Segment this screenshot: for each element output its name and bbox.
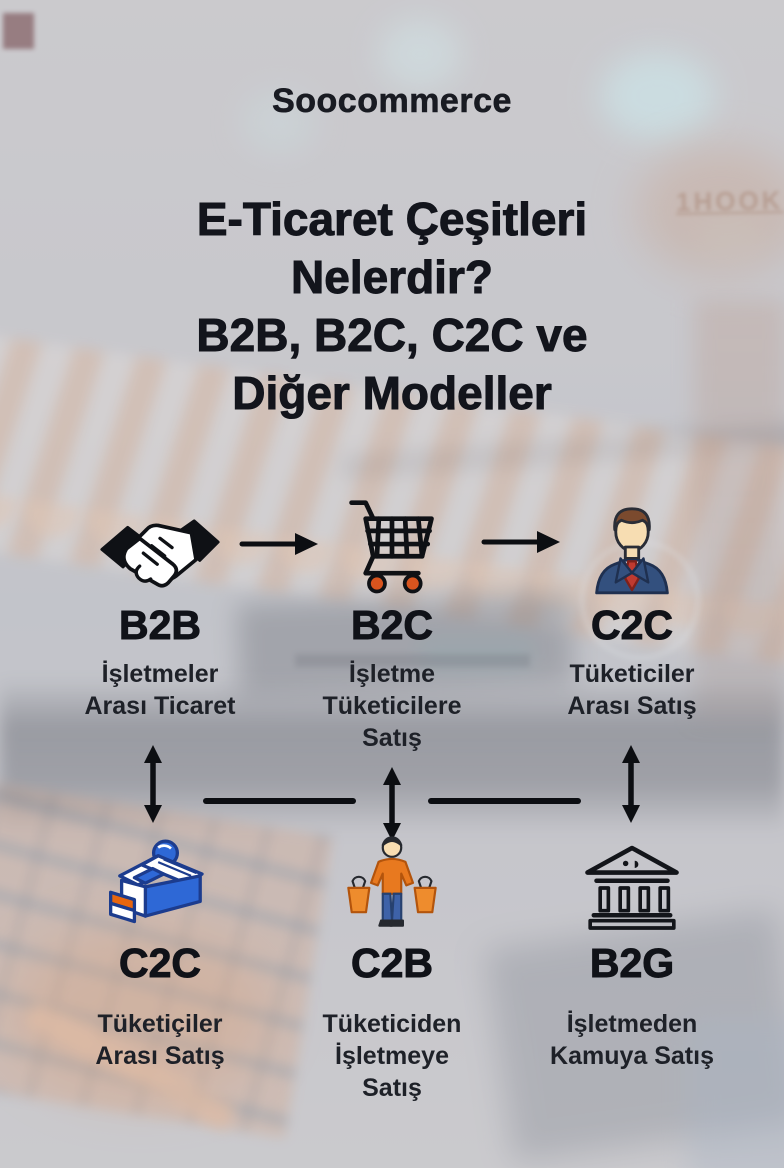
title-line: Diğer Modeller <box>232 367 553 420</box>
model-c2b: C2B Tüketiciden İşletmeye Satış <box>272 830 512 1104</box>
open-box-icon <box>40 830 280 934</box>
arrow-right-icon <box>481 531 560 553</box>
model-code: B2B <box>118 602 202 649</box>
bg-bokeh-cyan <box>600 52 715 140</box>
page-title: E-Ticaret Çeşitleri Nelerdir? B2B, B2C, … <box>0 190 784 422</box>
bg-right-strip <box>694 300 784 720</box>
arrow-right-icon <box>239 533 318 555</box>
model-description: İşletme Tüketicilere Satış <box>322 660 462 752</box>
model-code: C2C <box>118 940 202 987</box>
handshake-icon <box>40 492 280 596</box>
model-code: B2G <box>589 940 675 987</box>
model-b2c: B2C İşletme Tüketicilere Satış <box>272 492 512 754</box>
model-c2c-top: C2C Tüketiciler Arası Satış <box>512 492 752 722</box>
title-line: B2B, B2C, C2C ve <box>196 309 588 362</box>
businessman-icon <box>512 492 752 596</box>
model-description: Tüketiçiler Arası Satış <box>95 1010 225 1070</box>
bg-bokeh-cyan <box>243 92 315 154</box>
bg-text-smudge <box>295 654 530 667</box>
brand-logo: Soocommerce <box>272 82 512 121</box>
model-description: İşletmeden Kamuya Satış <box>550 1010 714 1070</box>
bg-blue-bottom-right <box>688 1018 784 1168</box>
row-connector-arrows <box>144 745 640 841</box>
model-description: İşletmeler Arası Ticaret <box>84 660 236 720</box>
model-c2c-bottom: C2C Tüketiçiler Arası Satış <box>40 830 280 1072</box>
model-code: B2C <box>350 602 434 649</box>
model-b2g: B2G İşletmeden Kamuya Satış <box>512 830 752 1072</box>
government-building-icon <box>512 830 752 934</box>
model-code: C2C <box>590 602 674 649</box>
model-b2b: B2B İşletmeler Arası Ticaret <box>40 492 280 722</box>
bg-bokeh-warm <box>636 146 784 276</box>
bg-maroon-corner <box>3 13 34 49</box>
model-description: Tüketiciler Arası Satış <box>567 660 697 720</box>
title-line: Nelerdir? <box>291 251 494 304</box>
bg-bokeh-cyan <box>378 18 462 90</box>
model-description: Tüketiciden İşletmeye Satış <box>322 1010 462 1102</box>
bg-screen-glow <box>420 638 532 670</box>
shopping-cart-icon <box>272 492 512 596</box>
model-code: C2B <box>350 940 434 987</box>
shopper-with-bags-icon <box>272 830 512 934</box>
title-line: E-Ticaret Çeşitleri <box>196 193 588 246</box>
